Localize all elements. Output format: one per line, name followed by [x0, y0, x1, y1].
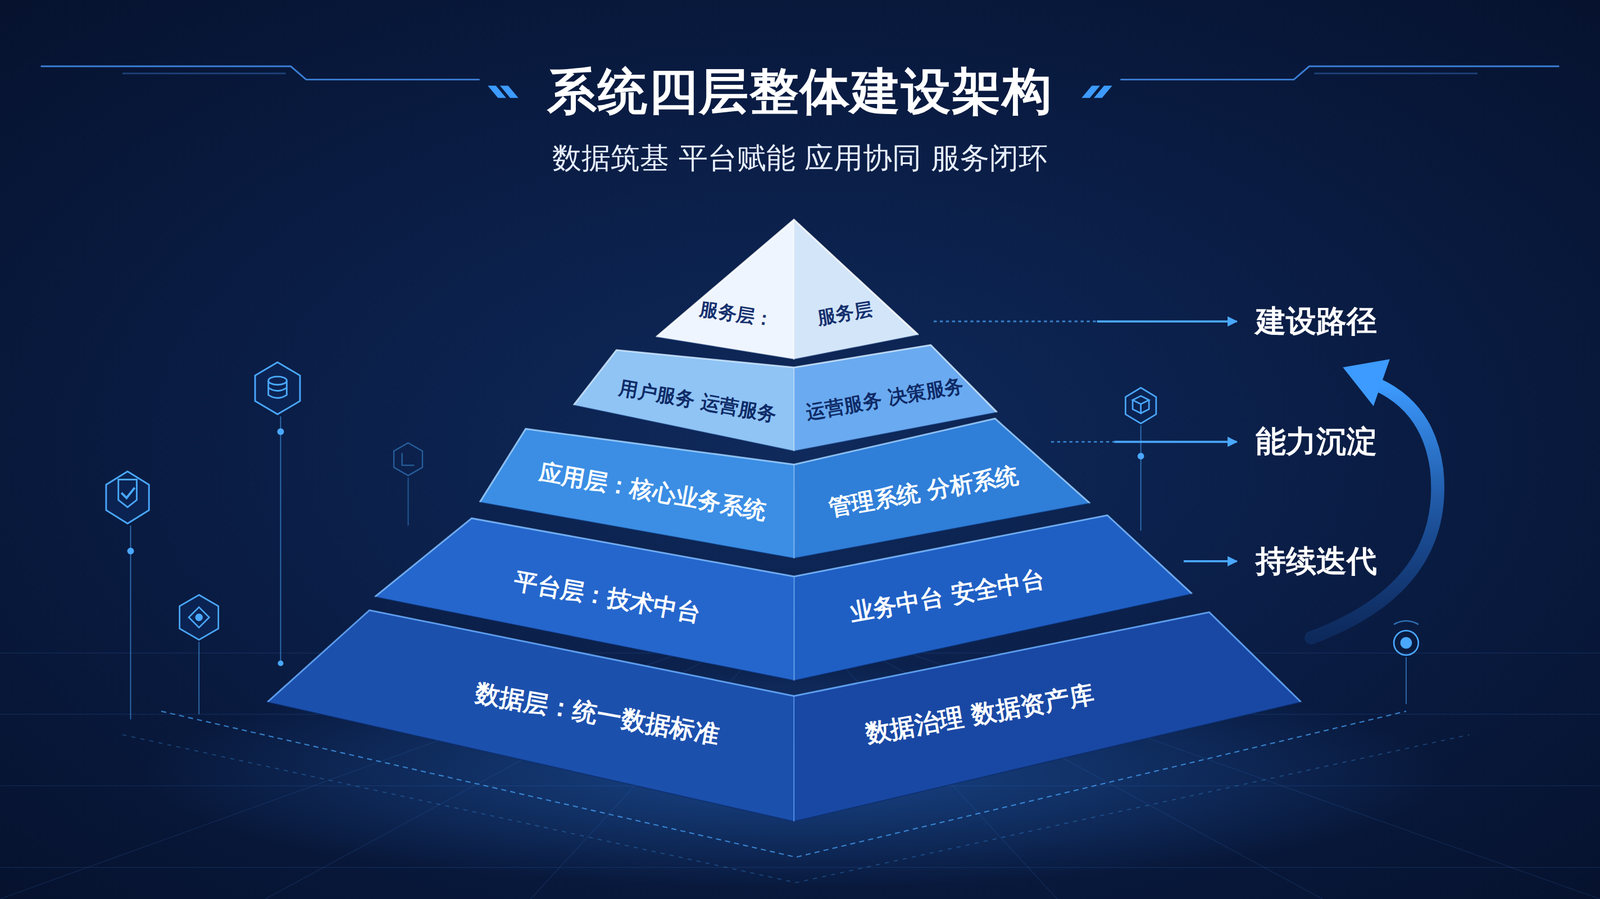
side-label: 建设路径: [1255, 303, 1377, 339]
iteration-arrow-head: [1342, 358, 1390, 407]
tier-rim: [267, 610, 1302, 703]
tier-left-face: [656, 219, 794, 360]
tier-ridge: [793, 464, 795, 558]
tier-left-face: [267, 610, 794, 822]
diagram-title: 系统四层整体建设架构: [547, 63, 1053, 121]
tier-edge: [267, 702, 1302, 822]
hex-icon: [179, 594, 219, 715]
tier-ridge: [793, 696, 795, 822]
target-icon: [1393, 620, 1419, 704]
iteration-arrow: [1311, 384, 1438, 638]
tier-ridge: [793, 576, 795, 681]
pyramid-tier: 用户服务 运营服务运营服务 决策服务: [573, 344, 998, 452]
tier-right-face: [793, 612, 1302, 822]
side-label: 能力沉淀: [1255, 424, 1377, 459]
hex-icon: [1125, 387, 1156, 531]
tier-rim: [374, 515, 1193, 597]
tier-rim: [656, 219, 919, 338]
hex-icon: [106, 471, 149, 720]
hex-icon: [255, 362, 300, 666]
tier-left-face: [573, 350, 794, 452]
pyramid-tier: 服务层：服务层: [656, 219, 919, 360]
tier-ridge: [793, 367, 795, 452]
tier-shape: [656, 219, 919, 360]
subtitle-text: 数据筑基 平台赋能 应用协同 服务闭环: [552, 141, 1048, 176]
side-label: 持续迭代: [1255, 543, 1377, 579]
tier-ridge: [793, 219, 795, 360]
faded-icon: [393, 442, 423, 526]
